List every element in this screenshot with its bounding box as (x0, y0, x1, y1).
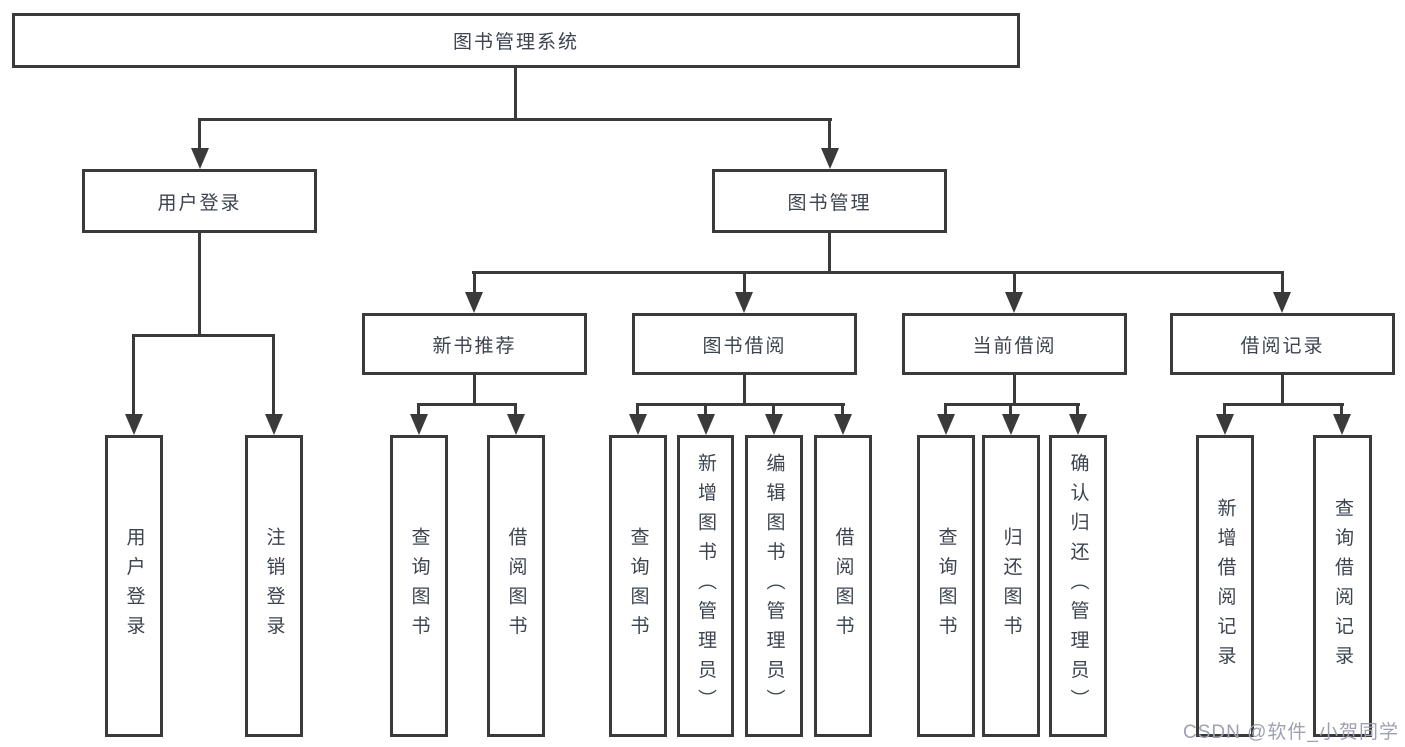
connector-line (828, 233, 831, 274)
connector-line (198, 233, 201, 336)
connector-line (132, 334, 135, 416)
leaf-bb-edit-books-admin: 编辑图书（管理员） (745, 435, 803, 737)
leaf-br-query-borrow-record: 查询借阅记录 (1313, 435, 1372, 737)
connector-line (772, 403, 775, 416)
leaf-nb-query-books: 查询图书 (390, 435, 448, 737)
connector-line (473, 271, 476, 294)
connector-line (1009, 403, 1012, 416)
connector-line (417, 403, 420, 416)
leaf-bb-query-books: 查询图书 (609, 435, 667, 737)
arrowhead-down (937, 414, 955, 435)
arrowhead-down (507, 414, 525, 435)
arrowhead-down (697, 414, 715, 435)
connector-line (198, 118, 832, 121)
connector-line (1340, 403, 1343, 416)
arrowhead-down (1005, 292, 1023, 313)
arrowhead-down (1273, 292, 1291, 313)
leaf-logout: 注销登录 (245, 435, 303, 737)
connector-line (132, 334, 275, 337)
node-current-borrowing: 当前借阅 (902, 313, 1127, 375)
arrowhead-down (629, 414, 647, 435)
connector-line (472, 271, 1283, 274)
connector-line (514, 403, 517, 416)
connector-line (417, 403, 517, 406)
connector-line (1076, 403, 1079, 416)
arrowhead-down (821, 148, 839, 169)
arrowhead-down (1216, 414, 1234, 435)
connector-line (1013, 375, 1016, 406)
connector-line (944, 403, 947, 416)
connector-line (473, 375, 476, 406)
leaf-nb-borrow-books: 借阅图书 (487, 435, 545, 737)
leaf-cb-query-books: 查询图书 (917, 435, 975, 737)
connector-line (1281, 271, 1284, 294)
connector-line (1223, 403, 1226, 416)
csdn-watermark: CSDN @软件_小贺同学 (1183, 722, 1399, 743)
arrowhead-down (465, 292, 483, 313)
connector-line (636, 403, 845, 406)
node-new-book-recommend: 新书推荐 (362, 313, 587, 375)
connector-line (1013, 271, 1016, 294)
leaf-user-login: 用户登录 (105, 435, 163, 737)
arrowhead-down (765, 414, 783, 435)
leaf-br-add-borrow-record: 新增借阅记录 (1196, 435, 1254, 737)
connector-line (743, 375, 746, 406)
arrowhead-down (410, 414, 428, 435)
arrowhead-down (265, 414, 283, 435)
connector-line (743, 271, 746, 294)
connector-line (828, 118, 831, 152)
connector-line (704, 403, 707, 416)
arrowhead-down (834, 414, 852, 435)
node-user-login: 用户登录 (82, 169, 317, 233)
arrowhead-down (191, 148, 209, 169)
leaf-bb-borrow-books: 借阅图书 (814, 435, 872, 737)
leaf-cb-return-books: 归还图书 (982, 435, 1040, 737)
arrowhead-down (1069, 414, 1087, 435)
arrowhead-down (735, 292, 753, 313)
connector-line (198, 118, 201, 152)
connector-line (272, 334, 275, 416)
connector-line (944, 403, 1080, 406)
node-library-management-system: 图书管理系统 (12, 13, 1020, 68)
arrowhead-down (125, 414, 143, 435)
connector-line (841, 403, 844, 416)
leaf-cb-confirm-return-admin: 确认归还（管理员） (1049, 435, 1107, 737)
node-book-management: 图书管理 (712, 169, 947, 233)
leaf-bb-add-books-admin: 新增图书（管理员） (677, 435, 734, 737)
arrowhead-down (1002, 414, 1020, 435)
connector-line (636, 403, 639, 416)
connector-line (1281, 375, 1284, 406)
arrowhead-down (1333, 414, 1351, 435)
node-borrowing-records: 借阅记录 (1170, 313, 1395, 375)
connector-line (1223, 403, 1344, 406)
node-book-borrowing: 图书借阅 (632, 313, 857, 375)
connector-line (514, 68, 517, 121)
